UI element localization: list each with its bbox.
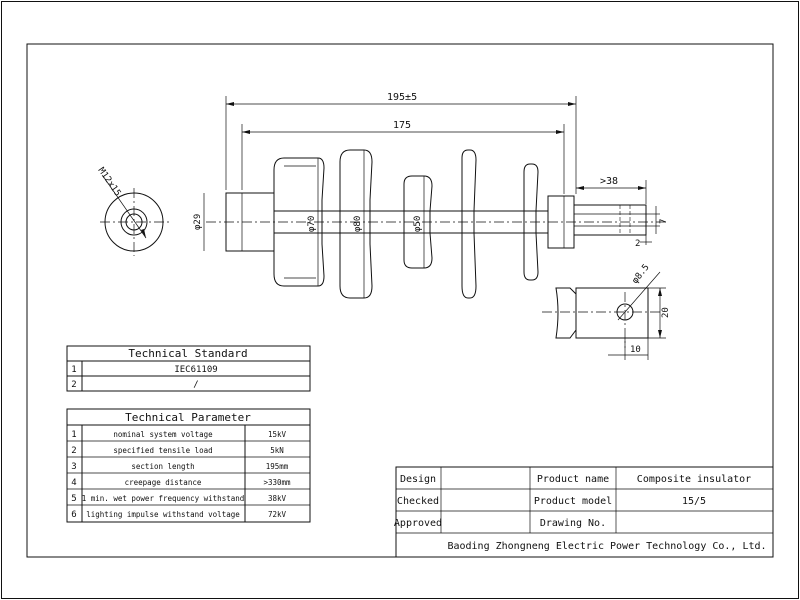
- param-row-6-value: 72kV: [268, 510, 287, 519]
- plate-height-dimension: 20: [661, 307, 671, 318]
- shed-3: [403, 175, 433, 269]
- tongue-gap-dimension: 2: [635, 239, 640, 249]
- standard-table-title: Technical Standard: [128, 347, 247, 360]
- standard-row-2-value: /: [193, 380, 198, 390]
- param-row-3-name: section length: [131, 462, 194, 471]
- shed-5: [523, 163, 539, 281]
- parameter-table-title: Technical Parameter: [125, 411, 251, 424]
- insulator-side-view: 195±5 175 >38 φ29 φ70 φ80 φ50 7 2: [193, 92, 669, 299]
- detail-fitting: [555, 287, 577, 339]
- param-row-4-no: 4: [71, 478, 76, 488]
- param-row-2-no: 2: [71, 446, 76, 456]
- tongue-width-dimension: 7: [659, 219, 669, 224]
- param-row-4-value: >330mm: [263, 478, 291, 487]
- product-model-label: Product model: [534, 496, 612, 507]
- param-row-1-name: nominal system voltage: [113, 430, 213, 439]
- section-length-dimension: 175: [393, 120, 411, 131]
- plate-offset-dimension: 10: [630, 345, 641, 355]
- param-row-3-no: 3: [71, 462, 76, 472]
- shed-2-diameter-dimension: φ80: [353, 216, 363, 232]
- param-row-3-value: 195mm: [266, 462, 289, 471]
- overall-length-dimension: 195±5: [387, 92, 417, 103]
- standard-row-2-no: 2: [71, 380, 76, 390]
- product-name-label: Product name: [537, 474, 609, 485]
- param-row-4-name: creepage distance: [125, 478, 202, 487]
- design-label: Design: [400, 474, 436, 485]
- shed-4: [461, 149, 477, 299]
- shed-1-diameter-dimension: φ70: [307, 216, 317, 232]
- param-row-5-value: 38kV: [268, 494, 287, 503]
- param-row-1-no: 1: [71, 430, 76, 440]
- rod-diameter-dimension: φ29: [193, 214, 203, 230]
- param-row-5-name: 1 min. wet power frequency withstand: [82, 494, 245, 503]
- checked-label: Checked: [397, 496, 439, 507]
- param-row-6-name: lighting impulse withstand voltage: [86, 510, 240, 519]
- param-row-6-no: 6: [71, 510, 76, 520]
- standard-table: Technical Standard 1 IEC61109 2 /: [66, 345, 311, 392]
- product-name-value: Composite insulator: [637, 474, 751, 485]
- end-view: M12x15: [96, 166, 170, 256]
- thread-dimension: M12x15: [96, 166, 123, 198]
- end-fitting-dimension: >38: [600, 176, 618, 187]
- hole-diameter-dimension: φ8.5: [630, 263, 651, 286]
- param-row-5-no: 5: [71, 494, 76, 504]
- param-row-2-name: specified tensile load: [113, 446, 212, 455]
- standard-row-1-no: 1: [71, 365, 76, 375]
- detail-plate: [575, 287, 649, 339]
- shed-1: [273, 157, 325, 287]
- tongue: [573, 204, 647, 236]
- standard-row-1-value: IEC61109: [174, 365, 217, 375]
- product-model-value: 15/5: [682, 496, 706, 507]
- parameter-table: Technical Parameter 1 nominal system vol…: [66, 408, 311, 523]
- title-block: Design Checked Approved Product name Pro…: [394, 466, 774, 558]
- detail-view: φ8.5 20 10: [542, 263, 671, 360]
- drawing-no-label: Drawing No.: [540, 518, 606, 529]
- shed-2: [339, 149, 373, 299]
- shed-3-diameter-dimension: φ50: [413, 216, 423, 232]
- company-name: Baoding Zhongneng Electric Power Technol…: [447, 541, 766, 552]
- param-row-2-value: 5kN: [270, 446, 284, 455]
- approved-label: Approved: [394, 518, 442, 529]
- param-row-1-value: 15kV: [268, 430, 287, 439]
